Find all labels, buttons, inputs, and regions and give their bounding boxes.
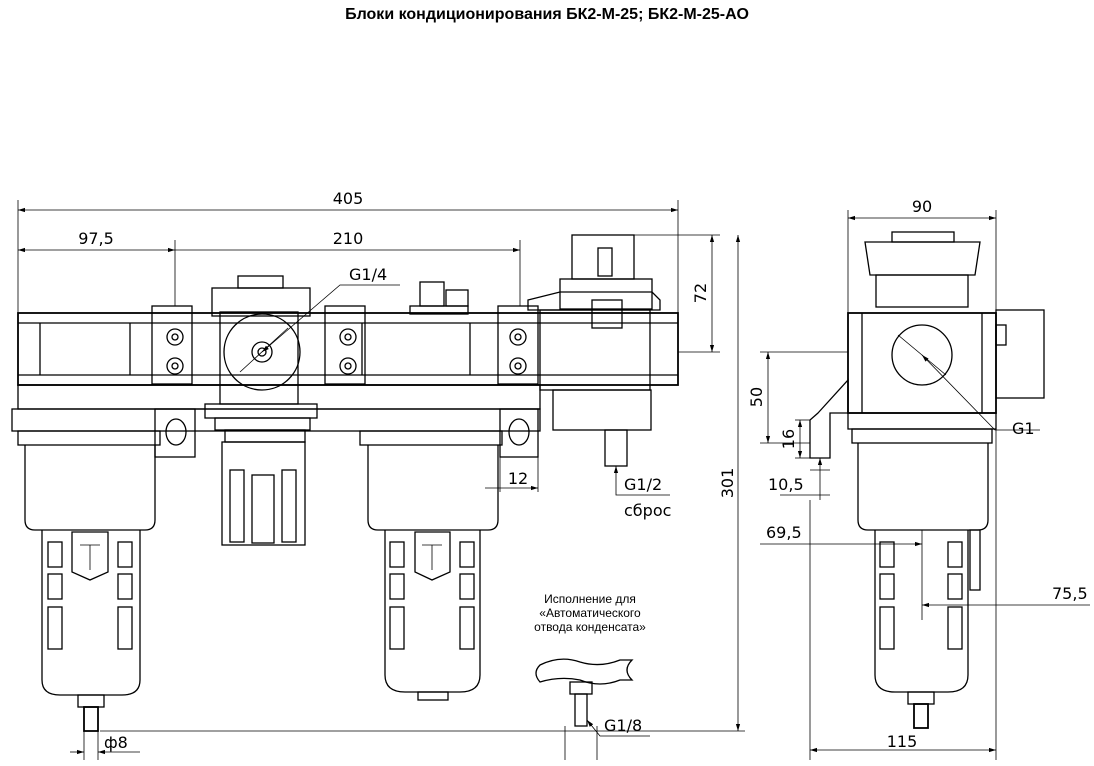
dim-405: 405 <box>333 189 364 208</box>
note-line-2: «Автоматического <box>539 606 641 620</box>
dim-12: 12 <box>508 469 528 488</box>
dim-69-5: 69,5 <box>766 523 802 542</box>
note-line-3: отвода конденсата» <box>534 620 646 634</box>
dim-97-5: 97,5 <box>78 229 114 248</box>
dim-g1-2: G1/2 <box>624 475 662 494</box>
middle-filter-bowl <box>359 430 503 701</box>
dim-210: 210 <box>333 229 364 248</box>
dim-g1-4: G1/4 <box>349 265 387 284</box>
dim-relief: сброс <box>624 501 671 520</box>
auto-drain-note: Исполнение для «Автоматического отвода к… <box>534 592 646 634</box>
side-view <box>809 231 1045 729</box>
dim-75-5: 75,5 <box>1052 584 1088 603</box>
dim-301: 301 <box>718 468 737 499</box>
auto-drain-inset <box>535 658 634 727</box>
dim-diameter-8: ф8 <box>104 733 128 752</box>
relief-valve <box>527 234 661 467</box>
dim-10-5: 10,5 <box>768 475 804 494</box>
dim-72: 72 <box>691 283 710 303</box>
front-view <box>11 234 679 732</box>
dim-g1: G1 <box>1012 419 1035 438</box>
connector-bolts <box>166 328 527 375</box>
dim-16: 16 <box>779 429 798 449</box>
dim-115: 115 <box>887 732 918 751</box>
note-line-1: Исполнение для <box>544 592 636 606</box>
left-filter-bowl <box>17 430 161 732</box>
dim-g1-8: G1/8 <box>604 716 642 735</box>
dim-50: 50 <box>747 387 766 407</box>
dimension-lines <box>17 200 1090 760</box>
pressure-gauge <box>204 275 318 546</box>
dim-90: 90 <box>912 197 932 216</box>
page-title: Блоки кондиционирования БК2-М-25; БК2-М-… <box>345 6 749 23</box>
dimension-labels: 405 97,5 210 G1/4 72 G1/2 сброс 12 301 ф… <box>78 189 1087 752</box>
